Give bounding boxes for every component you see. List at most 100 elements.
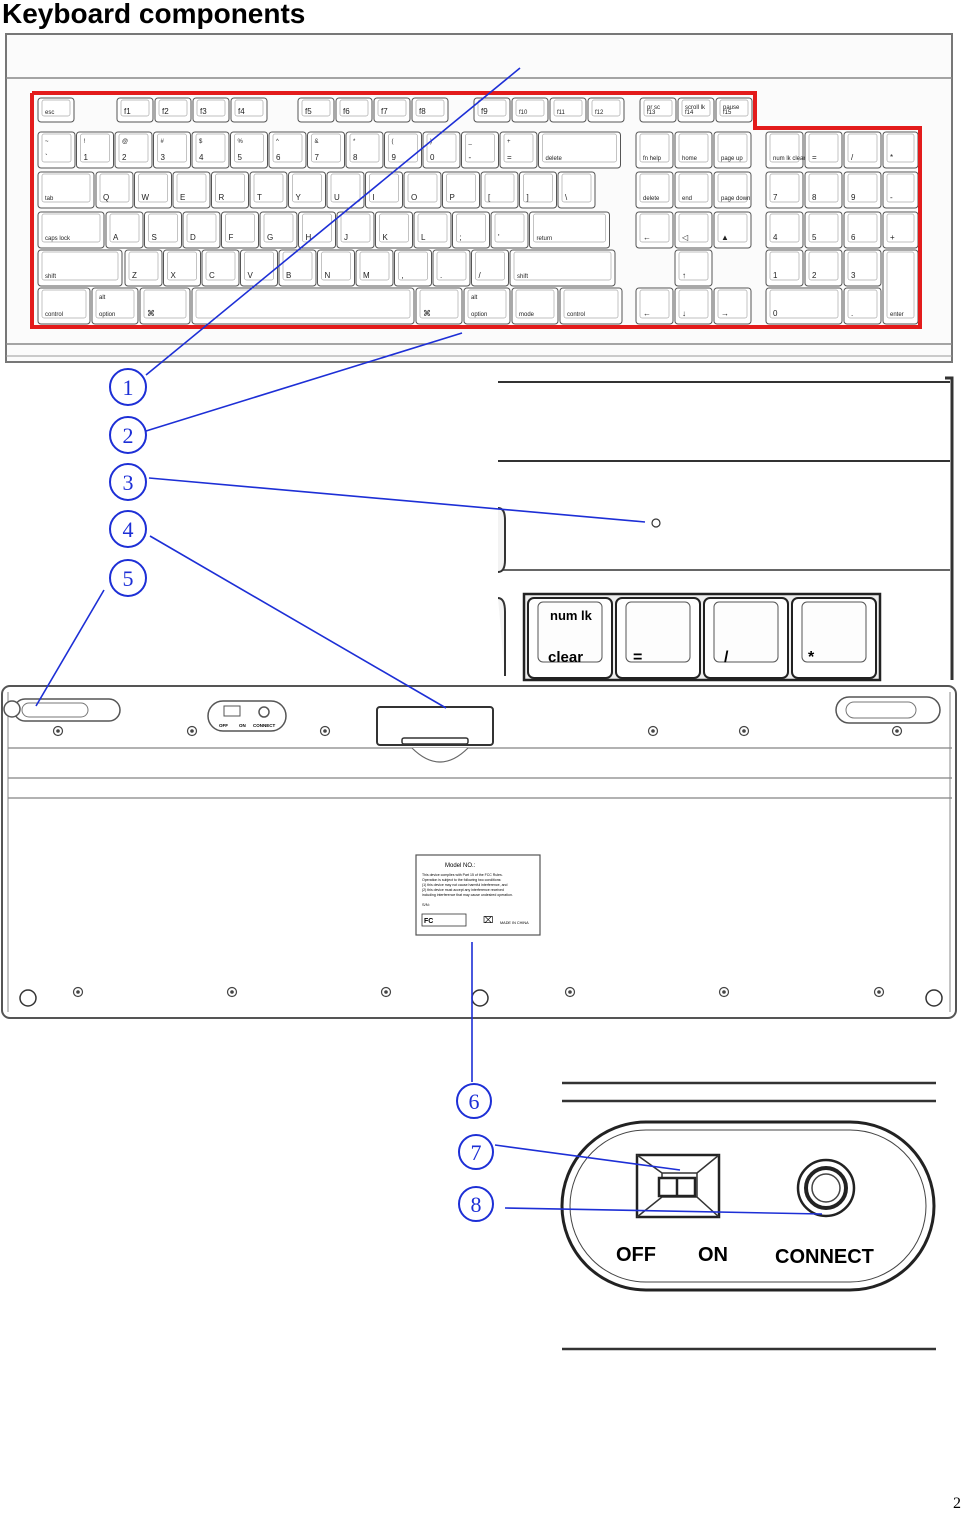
key-f10: f10 <box>511 97 549 123</box>
key-nav-1: home <box>674 131 713 169</box>
svg-text:6: 6 <box>276 153 281 162</box>
key-nav-3: delete <box>635 171 674 209</box>
key-tab-row-5: T <box>249 171 288 209</box>
svg-text:num lk clear: num lk clear <box>773 156 805 162</box>
screw-center-2 <box>323 729 327 733</box>
svg-text:/: / <box>851 153 854 162</box>
key-numpad-1: = <box>804 131 843 169</box>
svg-text:9: 9 <box>392 153 397 162</box>
svg-text:&: & <box>315 139 319 145</box>
svg-text:H: H <box>306 233 312 242</box>
page-number: 2 <box>953 1495 961 1512</box>
zoom-key-numlock: num lk clear <box>527 597 613 679</box>
key-nav-5: page down <box>713 171 752 209</box>
svg-text:←: ← <box>643 309 651 318</box>
key-shift-row-10: / <box>471 249 509 287</box>
key-f5: f5 <box>297 97 335 123</box>
svg-text:5: 5 <box>238 153 243 162</box>
key-home-row-3: D <box>182 211 221 249</box>
key-arrow-down: ↓ <box>674 287 713 325</box>
screw-center-9 <box>568 990 572 994</box>
key-numpad-17: enter <box>882 249 919 325</box>
key-numpad-13: 2 <box>804 249 843 287</box>
svg-text:esc: esc <box>45 110 54 116</box>
key-numpad-14: 3 <box>843 249 882 287</box>
svg-text:FC: FC <box>424 918 433 925</box>
svg-text:3: 3 <box>851 271 856 280</box>
key-arrow-left: ← <box>635 287 674 325</box>
key-tab-row-9: O <box>403 171 442 209</box>
callouts: 1 2 3 4 5 6 7 8 <box>109 368 494 1222</box>
svg-text:M: M <box>363 271 370 280</box>
svg-text:4: 4 <box>199 153 204 162</box>
svg-text:R: R <box>219 193 225 202</box>
svg-text:F: F <box>229 233 234 242</box>
key-f2: f2 <box>154 97 192 123</box>
leader-lines <box>35 67 823 1215</box>
screw-center-5 <box>895 729 899 733</box>
svg-text:/: / <box>479 271 482 280</box>
fcc-line-2: Operation is subject to the following tw… <box>422 878 501 882</box>
key-nav-extra: ◁ <box>674 211 713 249</box>
key-numpad-9: 5 <box>804 211 843 249</box>
svg-text:~: ~ <box>45 139 49 145</box>
zoom-key-equals-label: = <box>633 649 642 666</box>
callout-5: 5 <box>109 559 147 597</box>
svg-text:-: - <box>890 193 893 202</box>
svg-text:7: 7 <box>315 153 320 162</box>
svg-text:Z: Z <box>132 271 137 280</box>
svg-text:K: K <box>383 233 389 242</box>
key-num-13: delete <box>538 131 621 169</box>
svg-text:f10: f10 <box>519 110 528 116</box>
svg-text:→: → <box>721 309 729 318</box>
svg-text:end: end <box>682 196 692 202</box>
svg-text:%: % <box>238 139 244 145</box>
svg-text:f11: f11 <box>557 110 566 116</box>
key-tab-row-7: U <box>326 171 365 209</box>
svg-text:pr sc: pr sc <box>647 105 660 111</box>
svg-text:alt: alt <box>471 295 478 301</box>
svg-text:enter: enter <box>890 312 904 318</box>
svg-text:': ' <box>498 233 500 242</box>
fcc-sn: S/N: <box>422 902 430 907</box>
svg-text:8: 8 <box>812 193 817 202</box>
key-numpad-5: 8 <box>804 171 843 209</box>
key-arrow-left-top: ← <box>635 211 674 249</box>
key-tab-row-13: \ <box>557 171 596 209</box>
callout-2: 2 <box>109 416 147 454</box>
zoom-key-numlock-top: num lk <box>550 608 593 623</box>
svg-text:I: I <box>373 193 375 202</box>
svg-text:J: J <box>344 233 348 242</box>
svg-text:L: L <box>421 233 426 242</box>
key-shift-row-9: . <box>432 249 471 287</box>
key-shift-row-8: , <box>394 249 432 287</box>
switch-label-connect: CONNECT <box>775 1246 874 1268</box>
key-numpad-2: / <box>843 131 882 169</box>
svg-text:f12: f12 <box>595 110 604 116</box>
svg-text:OFF: OFF <box>219 723 228 728</box>
svg-text:f5: f5 <box>305 107 312 116</box>
svg-text:+: + <box>507 139 511 145</box>
svg-text:G: G <box>267 233 273 242</box>
svg-text:1: 1 <box>773 271 778 280</box>
svg-text:2: 2 <box>812 271 817 280</box>
zoom-key-numlock-bottom: clear <box>548 649 583 666</box>
zoom-key-slash-label: / <box>724 649 729 666</box>
svg-text:5: 5 <box>812 233 817 242</box>
key-numpad-4: 7 <box>765 171 804 209</box>
svg-text:_: _ <box>468 139 473 145</box>
svg-text:delete: delete <box>643 196 660 202</box>
key-f7: f7 <box>373 97 411 123</box>
key-numpad-16: . <box>843 287 882 325</box>
key-tab-row-8: I <box>365 171 403 209</box>
key-home-row-9: L <box>413 211 452 249</box>
svg-text:.: . <box>440 271 442 280</box>
svg-text:alt: alt <box>99 295 106 301</box>
key-tab-row-11: [ <box>480 171 519 209</box>
leader-line-8 <box>504 1207 823 1215</box>
keyboard-bottom-view: OFF ON CONNECT Model NO.: This device co… <box>1 685 957 1019</box>
switch-panel-zoom: OFF ON CONNECT <box>560 1081 936 1351</box>
